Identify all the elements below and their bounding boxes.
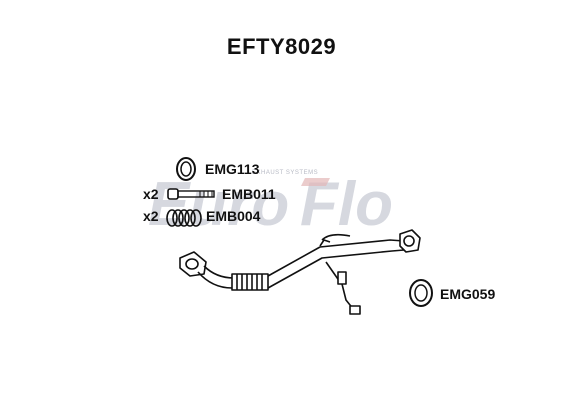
watermark-accent xyxy=(301,178,330,186)
watermark-text-euro: Euro xyxy=(148,170,289,239)
gasket-emg113-icon xyxy=(176,157,196,181)
part-label-emb011: EMB011 xyxy=(222,186,276,202)
part-label-emb004: EMB004 xyxy=(206,208,261,224)
watermark-tagline: EXHAUST SYSTEMS xyxy=(252,170,319,176)
part-qty-emb011: x2 xyxy=(143,186,159,202)
page-title: EFTY8029 xyxy=(226,34,337,59)
gasket-emg059-icon xyxy=(409,279,433,307)
exhaust-pipe-icon xyxy=(179,229,421,315)
bolt-emb011-icon xyxy=(167,188,215,200)
part-qty-emb004: x2 xyxy=(143,208,159,224)
part-label-emg059: EMG059 xyxy=(440,286,496,302)
part-label-emg113: EMG113 xyxy=(205,161,260,177)
spring-emb004-icon xyxy=(166,209,202,227)
